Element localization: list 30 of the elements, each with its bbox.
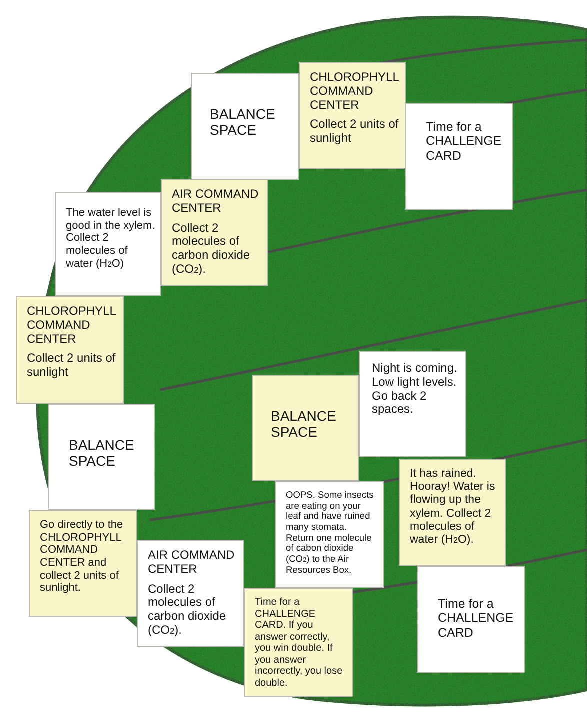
space-text: Night is coming. Low light levels. Go back 2 spaces. [372, 362, 458, 418]
game-space-card [405, 103, 513, 210]
space-instruction: Collect 2 units of sunlight [27, 352, 117, 380]
game-space-card [399, 459, 506, 566]
game-space-card [299, 62, 406, 169]
game-space-card [137, 540, 244, 647]
game-space-card [244, 588, 353, 697]
game-space-card [29, 510, 137, 617]
space-text: BALANCE SPACE [210, 106, 276, 138]
space-text: OOPS. Some insects are eating on your leaf and have ruined many stomata. Return one molecule of cabon dioxide (CO$_{2}$) to the Air Resources Box. [286, 490, 375, 576]
game-space-card [417, 566, 525, 673]
space-text: Go directly to the CHLOROPHYLL COMMAND CENTER and collect 2 units of sunlight. [40, 519, 124, 595]
space-title: CHLOROPHYLL COMMAND CENTER [27, 305, 117, 346]
space-text: BALANCE SPACE [271, 408, 338, 440]
space-text: BALANCE SPACE [69, 437, 136, 470]
game-space-card [16, 296, 124, 404]
game-space-card [252, 375, 359, 481]
space-title: CHLOROPHYLL COMMAND CENTER [310, 71, 399, 112]
game-space-card [48, 404, 155, 510]
space-text: Time for a CHALLENGE CARD. If you answer correctly, you win double. If you answer incorrectly, you lose double. [255, 597, 344, 689]
game-space-card [359, 351, 466, 457]
space-text: Time for a CHALLENGE CARD [438, 597, 515, 640]
game-space-card [191, 73, 299, 180]
game-space-card [55, 192, 161, 296]
game-space-card [275, 481, 384, 588]
space-title: AIR COMMAND CENTER [148, 549, 236, 577]
space-title: AIR COMMAND CENTER [172, 188, 260, 216]
game-space-card [161, 179, 268, 286]
space-text: Time for a CHALLENGE CARD [426, 120, 503, 164]
space-instruction: Collect 2 units of sunlight [310, 118, 399, 146]
